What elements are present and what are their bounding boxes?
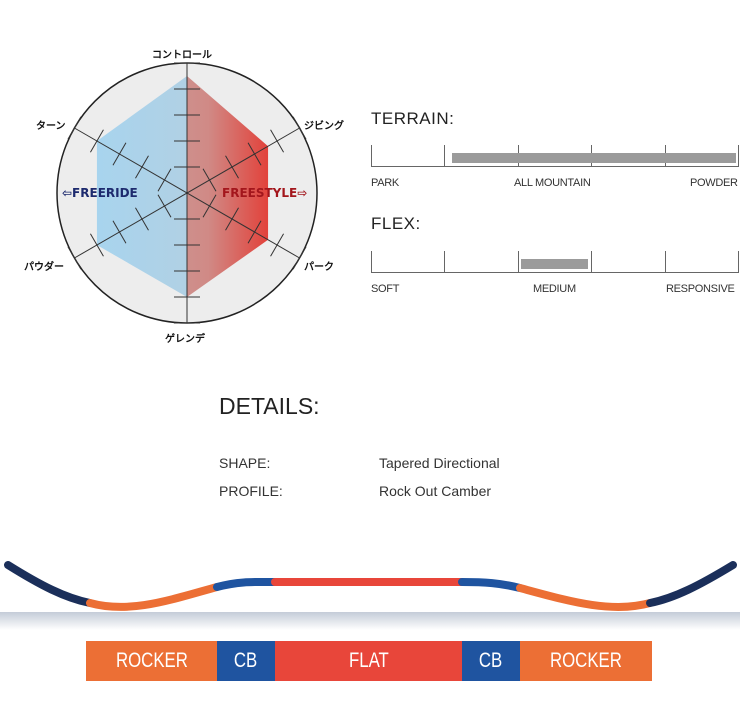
radar-axis [74,127,300,259]
profile-segment-label: ROCKER [550,649,622,672]
scale-tick [664,251,666,273]
profile-segment-rocker: ROCKER [520,641,652,681]
scale-baseline [371,166,738,167]
board-profile-segment [646,561,737,607]
profile-segment-label: ROCKER [115,649,188,672]
radar-tick [247,142,262,166]
flex-scale [371,251,739,273]
terrain-label-powder: POWDER [690,177,738,189]
scale-tick [738,251,739,273]
radar-axis-label: パウダー [24,262,64,273]
radar-tick [270,129,284,153]
flex-title: FLEX: [371,214,421,233]
radar-tick [157,194,172,218]
radar-tick [292,246,307,270]
profile-segment-label: CB [479,649,503,672]
profile-segment-flat: FLAT [275,641,462,681]
radar-tick [112,142,127,166]
freestyle-label: FREESTYLE⇨ [222,186,308,200]
radar-tick [135,207,149,231]
scale-tick [517,251,519,273]
radar-tick [292,116,307,140]
scale-tick [371,251,372,273]
details-title: DETAILS: [219,393,320,419]
profile-key: PROFILE: [219,483,283,499]
freestyle-area [187,76,269,297]
radar-axis-label: パーク [304,262,334,273]
freeride-label: ⇦FREERIDE [62,186,138,200]
radar-tick [202,168,217,192]
board-profile-segment [213,577,279,591]
terrain-label-all-mountain: ALL MOUNTAIN [514,177,591,189]
board-profile-segment [458,578,524,592]
scale-tick [738,145,739,167]
radar-tick [90,129,104,153]
scale-tick [444,251,446,273]
radar-tick [247,220,262,244]
board-profile-segment [86,583,221,611]
radar-axis-label: コントロール [152,50,212,61]
scale-fill [451,153,736,163]
terrain-label-park: PARK [371,177,399,189]
board-profile-segment [516,584,654,611]
scale-tick [371,145,372,167]
scale-tick [444,145,446,167]
profile-segment-rocker: ROCKER [86,641,217,681]
ground-shadow [0,612,740,630]
radar-tick [225,207,239,231]
profile-segment-label: CB [234,649,258,672]
profile-segment-label: FLAT [348,649,389,672]
flex-label-medium: MEDIUM [533,283,576,295]
radar-tick [112,220,127,244]
terrain-title: TERRAIN: [371,109,455,128]
profile-value: Rock Out Camber [379,483,492,499]
flex-label-soft: SOFT [371,283,400,295]
radar-tick [67,116,82,140]
radar-tick [270,233,284,257]
profile-segment-cb: CB [217,641,275,681]
radar-axis-label: ジビング [304,121,344,132]
freeride-area [96,76,187,297]
scale-baseline [371,272,738,273]
profile-segment-cb: CB [462,641,520,681]
board-profile-segment [4,561,94,607]
radar-tick [202,194,217,218]
flex-label-responsive: RESPONSIVE [666,283,735,295]
shape-key: SHAPE: [219,455,271,471]
radar-tick [135,155,149,179]
terrain-scale [371,145,739,167]
scale-fill [521,259,588,269]
radar-tick [67,246,82,270]
shape-value: Tapered Directional [379,455,500,471]
radar-axis-label: ゲレンデ [165,334,205,345]
radar-tick [225,155,239,179]
radar-tick [157,168,172,192]
scale-tick [591,251,593,273]
radar-axis-label: ターン [36,121,66,132]
radar-tick [90,233,104,257]
